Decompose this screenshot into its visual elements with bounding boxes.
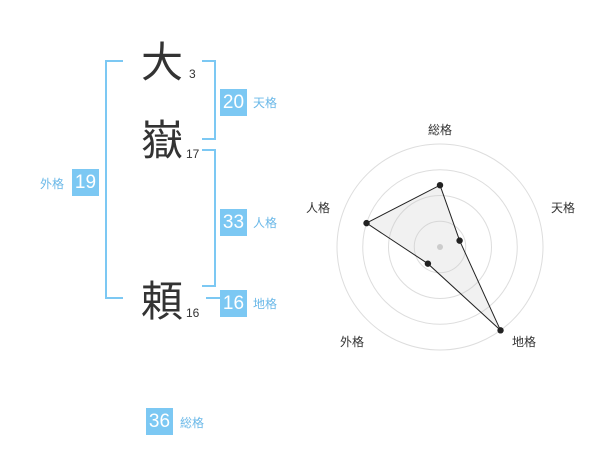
chikaku-label: 地格 <box>253 297 278 311</box>
radar-point-4 <box>424 260 432 267</box>
gaikaku-label: 外格 <box>40 177 65 191</box>
chikaku-value: 16 <box>220 290 247 317</box>
radar-ring-1 <box>413 220 467 274</box>
radar-ring-3 <box>362 169 518 325</box>
radar-point-3 <box>497 327 504 334</box>
tenkaku-label: 天格 <box>253 96 278 110</box>
name-char-2: 嶽 <box>141 116 184 165</box>
stroke-count-3: 16 <box>186 306 200 320</box>
name-char-1: 大 <box>141 38 184 87</box>
radar-point-2 <box>456 237 463 244</box>
tenkaku-bracket <box>202 60 216 140</box>
axis-label-tenkaku: 天格 <box>551 200 575 215</box>
name-char-3: 頼 <box>141 277 184 326</box>
radar-point-1 <box>436 182 444 189</box>
axis-label-jinkaku: 人格 <box>306 200 330 215</box>
axis-label-chikaku: 地格 <box>512 334 536 349</box>
tenkaku-value: 20 <box>220 89 247 116</box>
stroke-count-2: 17 <box>186 147 200 161</box>
radar-polygon <box>365 184 501 331</box>
axis-label-soukaku: 総格 <box>428 122 452 137</box>
chikaku-connector <box>206 297 220 299</box>
gaikaku-bracket <box>105 60 123 299</box>
soukaku-label: 総格 <box>180 416 205 430</box>
radar-point-5 <box>363 219 370 227</box>
jinkaku-value: 33 <box>220 209 247 236</box>
gaikaku-value: 19 <box>72 169 99 196</box>
axis-label-gaikaku: 外格 <box>340 334 364 349</box>
radar-center-dot <box>437 244 443 250</box>
jinkaku-label: 人格 <box>253 216 278 230</box>
chikaku-bracket <box>202 149 216 287</box>
soukaku-value: 36 <box>146 408 173 435</box>
radar-ring-4 <box>336 143 544 351</box>
stroke-count-1: 3 <box>189 67 196 81</box>
radar-ring-2 <box>388 195 492 299</box>
